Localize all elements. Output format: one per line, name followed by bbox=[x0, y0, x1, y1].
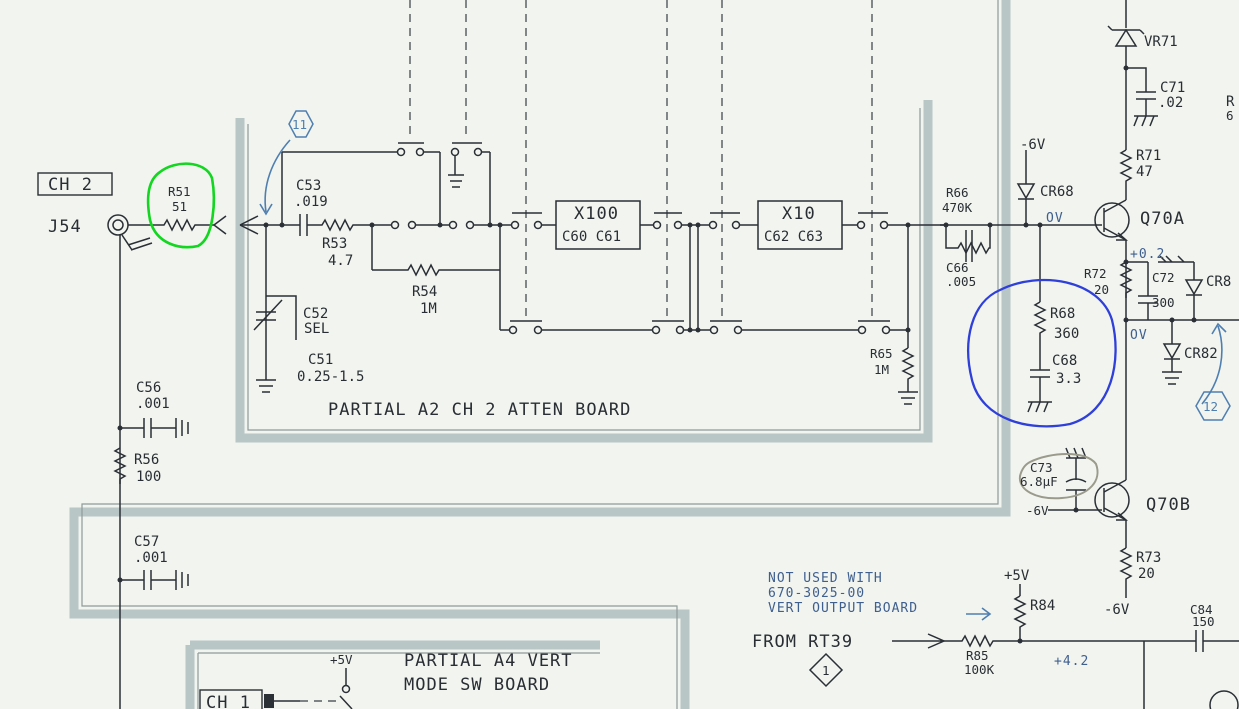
gray-highlight bbox=[1018, 453, 1099, 500]
vert-mode-line2: MODE SW BOARD bbox=[404, 675, 550, 695]
c51-ref: C51 bbox=[308, 352, 333, 368]
r68-value: 360 bbox=[1054, 326, 1079, 342]
marker-11-label: 11 bbox=[292, 117, 307, 132]
neg6v-top: -6V bbox=[1020, 137, 1046, 153]
c53-ref: C53 bbox=[296, 178, 321, 194]
c84-value: 150 bbox=[1192, 614, 1215, 629]
r85-ref: R85 bbox=[966, 648, 989, 663]
plus42: +4.2 bbox=[1054, 654, 1089, 669]
c56-value: .001 bbox=[136, 396, 170, 412]
r84-ref: R84 bbox=[1030, 598, 1055, 614]
atten-switches bbox=[500, 200, 1060, 405]
r54-value: 1M bbox=[420, 301, 437, 317]
r53-ref: R53 bbox=[322, 236, 347, 252]
r72-ref: R72 bbox=[1084, 266, 1107, 281]
r65-ref: R65 bbox=[870, 346, 893, 361]
neg6v-left: -6V bbox=[1026, 503, 1049, 518]
x10-value: C62 C63 bbox=[764, 229, 823, 245]
r54-ref: R54 bbox=[412, 284, 437, 300]
r73-value: 20 bbox=[1138, 566, 1155, 582]
c68-ref: C68 bbox=[1052, 353, 1077, 369]
plus02: +0.2 bbox=[1130, 247, 1165, 262]
r65-value: 1M bbox=[874, 362, 889, 377]
green-highlight bbox=[146, 162, 216, 249]
x10-ref: X10 bbox=[782, 204, 816, 224]
c71-ref: C71 bbox=[1160, 80, 1185, 96]
r73-ref: R73 bbox=[1136, 550, 1161, 566]
c52-value: SEL bbox=[304, 321, 329, 337]
note-line1: NOT USED WITH bbox=[768, 571, 883, 586]
q70b-ref: Q70B bbox=[1146, 495, 1191, 515]
ov-b: OV bbox=[1130, 328, 1148, 343]
r53-value: 4.7 bbox=[328, 253, 353, 269]
switch-linkages bbox=[409, 0, 873, 320]
r56-value: 100 bbox=[136, 469, 161, 485]
c71-value: .02 bbox=[1158, 95, 1183, 111]
neg6v-bottom: -6V bbox=[1104, 602, 1130, 618]
atten-board-label: PARTIAL A2 CH 2 ATTEN BOARD bbox=[328, 400, 631, 420]
r-edge-ref: R bbox=[1226, 94, 1235, 110]
r85-value: 100K bbox=[964, 662, 995, 677]
note-line3: VERT OUTPUT BOARD bbox=[768, 601, 918, 616]
blue-highlight bbox=[967, 278, 1117, 428]
marker-11: 11 bbox=[259, 110, 314, 216]
note-line2: 670-3025-00 bbox=[768, 586, 865, 601]
ch2-input: CH 2 J54 bbox=[37, 172, 227, 709]
cr82-ref: CR82 bbox=[1184, 346, 1218, 362]
c53-value: .019 bbox=[294, 194, 328, 210]
c51-value: 0.25-1.5 bbox=[297, 369, 364, 385]
c73-ref: C73 bbox=[1030, 460, 1053, 475]
marker-12-label: 12 bbox=[1203, 399, 1218, 414]
atten-input-network bbox=[239, 142, 510, 393]
ch1-label: CH 1 bbox=[206, 693, 251, 709]
cr8x-ref: CR8 bbox=[1206, 274, 1231, 290]
r66-value: 470K bbox=[942, 200, 973, 215]
x100-ref: X100 bbox=[574, 204, 619, 224]
c52-ref: C52 bbox=[303, 306, 328, 322]
note-arrow bbox=[966, 607, 992, 621]
c73-value: 6.8µF bbox=[1020, 474, 1058, 489]
vert-mode-switch bbox=[199, 668, 353, 709]
left-ladder bbox=[113, 418, 189, 590]
c57-value: .001 bbox=[134, 550, 168, 566]
r71-ref: R71 bbox=[1136, 148, 1161, 164]
marker-12: 12 bbox=[1195, 391, 1231, 421]
vr71-ref: VR71 bbox=[1144, 34, 1178, 50]
c66-ref: C66 bbox=[946, 260, 969, 275]
plus5v-board: +5V bbox=[330, 652, 353, 667]
marker-1: 1 bbox=[808, 652, 844, 688]
ch2-label: CH 2 bbox=[48, 175, 93, 195]
c84-ref: C84 bbox=[1190, 602, 1213, 617]
r68-ref: R68 bbox=[1050, 306, 1075, 322]
c68-value: 3.3 bbox=[1056, 371, 1081, 387]
r-edge-value: 6 bbox=[1226, 108, 1234, 123]
marker-1-label: 1 bbox=[822, 663, 830, 678]
cr68-ref: CR68 bbox=[1040, 184, 1074, 200]
plus5v-note: +5V bbox=[1004, 568, 1030, 584]
c57-ref: C57 bbox=[134, 534, 159, 550]
board-outlines bbox=[69, 0, 1011, 709]
from-rt39: FROM RT39 bbox=[752, 632, 853, 652]
c56-ref: C56 bbox=[136, 380, 161, 396]
r66-network bbox=[940, 150, 1052, 413]
r51-value: 51 bbox=[172, 199, 187, 214]
c66-value: .005 bbox=[946, 274, 976, 289]
vert-mode-line1: PARTIAL A4 VERT bbox=[404, 651, 573, 671]
q70-stage bbox=[1048, 0, 1239, 598]
r84-r85 bbox=[892, 584, 1239, 709]
r51-ref: R51 bbox=[168, 184, 191, 199]
c72-value: 300 bbox=[1152, 295, 1175, 310]
x100-value: C60 C61 bbox=[562, 229, 621, 245]
r56-ref: R56 bbox=[134, 452, 159, 468]
ov-a: OV bbox=[1046, 211, 1064, 226]
r66-ref: R66 bbox=[946, 185, 969, 200]
q70a-ref: Q70A bbox=[1140, 209, 1185, 229]
j54-label: J54 bbox=[48, 217, 82, 237]
r72-value: 20 bbox=[1094, 282, 1109, 297]
c72-ref: C72 bbox=[1152, 270, 1175, 285]
r71-value: 47 bbox=[1136, 164, 1153, 180]
